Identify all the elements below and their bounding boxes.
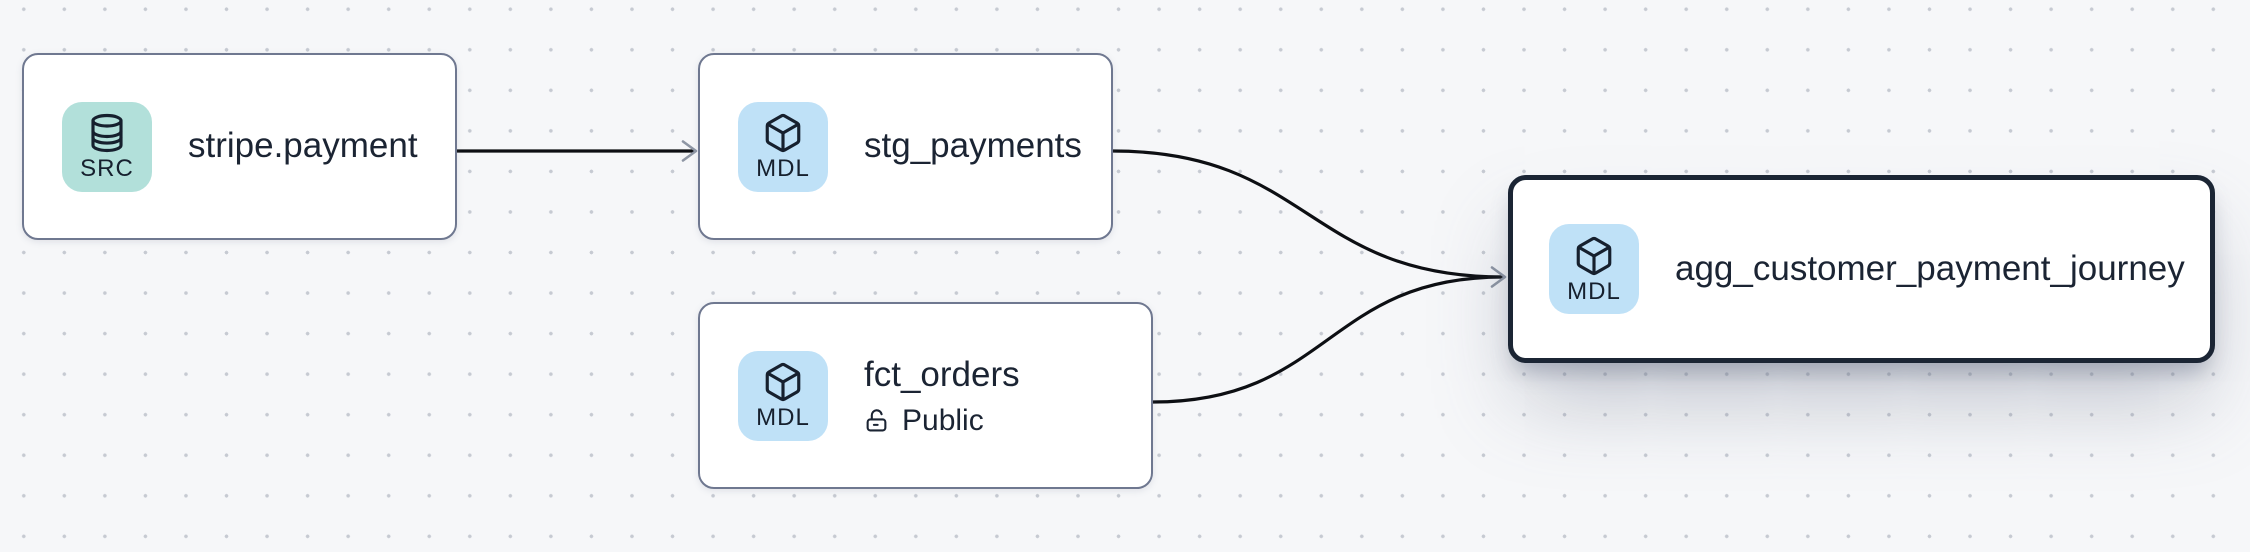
node-text: fct_orders Public [864, 355, 1020, 435]
node-stripe-payment[interactable]: SRC stripe.payment [22, 53, 457, 240]
badge-label: MDL [756, 155, 810, 182]
lock-open-icon [866, 409, 887, 432]
badge-label: MDL [1567, 277, 1621, 305]
access-badge: Public [864, 403, 984, 437]
source-type-badge: SRC [62, 101, 152, 192]
model-type-badge: MDL [738, 101, 828, 192]
node-text: stripe.payment [188, 126, 418, 166]
node-stg-payments[interactable]: MDL stg_payments [698, 53, 1113, 240]
edge-stg-payments-to-agg-customer-payment-journey[interactable] [1112, 149, 1504, 279]
cube-icon [1576, 236, 1612, 275]
badge-label: MDL [756, 404, 810, 431]
edge-path [1112, 149, 1504, 279]
edge-path [1152, 275, 1504, 404]
badge-label: SRC [80, 155, 134, 182]
node-text: stg_payments [864, 126, 1082, 166]
database-icon [91, 113, 123, 153]
arrowhead-icon [1490, 266, 1507, 288]
node-fct-orders[interactable]: MDL fct_orders Public [698, 302, 1153, 489]
cube-icon [765, 113, 801, 153]
model-type-badge: MDL [1549, 224, 1639, 314]
node-agg-customer-payment-journey[interactable]: MDL agg_customer_payment_journey [1508, 175, 2215, 363]
access-label: Public [902, 403, 984, 437]
model-type-badge: MDL [738, 350, 828, 441]
node-text: agg_customer_payment_journey [1675, 249, 2185, 289]
arrowhead-icon [681, 140, 698, 162]
node-title: agg_customer_payment_journey [1675, 248, 2185, 288]
node-title: fct_orders [864, 355, 1020, 395]
edge-stripe-payment-to-stg-payments[interactable] [457, 140, 698, 162]
node-title: stg_payments [864, 126, 1082, 166]
edge-fct-orders-to-agg-customer-payment-journey[interactable] [1152, 266, 1507, 404]
node-title: stripe.payment [188, 126, 418, 166]
cube-icon [765, 362, 801, 402]
